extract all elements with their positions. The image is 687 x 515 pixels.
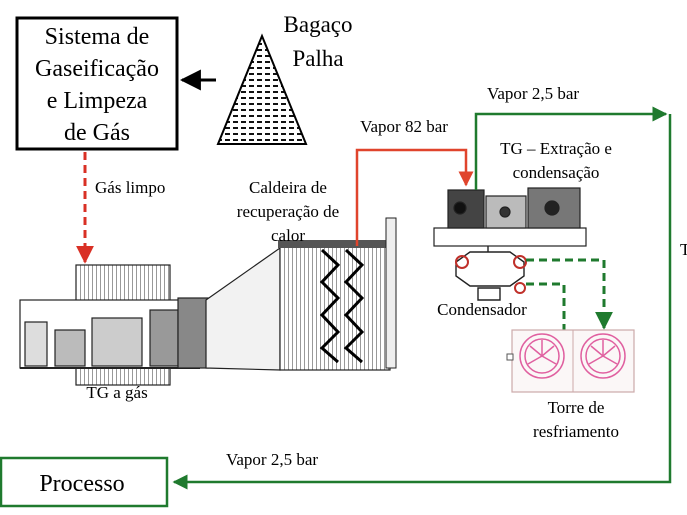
steam-82-label: Vapor 82 bar	[360, 117, 448, 136]
boiler-label-line3: calor	[271, 226, 305, 245]
clean-gas-label: Gás limpo	[95, 178, 165, 197]
process-box: Processo	[0, 456, 169, 508]
gasification-line4: de Gás	[64, 120, 130, 146]
steam-turbine	[433, 187, 587, 247]
cooling-loop-outer	[526, 258, 613, 330]
tower-label-line1: Torre de	[548, 398, 605, 417]
fan-right	[580, 333, 626, 379]
gasification-line3: e Limpeza	[47, 88, 148, 114]
cooling-tower	[506, 329, 635, 393]
tg-label-line1: TG – Extração e	[500, 139, 612, 158]
steam-25-top-line	[474, 106, 668, 190]
process-label: Processo	[39, 471, 124, 497]
edge-fragment-label: T	[680, 240, 687, 259]
gasification-box: Sistema de Gaseificação e Limpeza de Gás	[15, 16, 179, 151]
gasification-line1: Sistema de	[45, 24, 150, 50]
cooling-loop-inner	[526, 282, 566, 330]
steam-25-bottom-label: Vapor 2,5 bar	[226, 450, 318, 469]
feedstock-line2: Palha	[292, 46, 343, 71]
tower-label-line2: resfriamento	[533, 422, 619, 441]
steam-25-top-label: Vapor 2,5 bar	[487, 84, 579, 103]
steam-82-line	[355, 148, 474, 246]
heat-recovery-boiler	[278, 217, 397, 371]
feedstock-line1: Bagaço	[284, 12, 353, 37]
boiler-label-line2: recuperação de	[237, 202, 339, 221]
gas-turbine-label: TG a gás	[86, 383, 147, 402]
fan-left	[519, 333, 565, 379]
gasification-line2: Gaseificação	[35, 56, 159, 82]
tg-label-line2: condensação	[513, 163, 600, 182]
exhaust-diffuser	[205, 246, 281, 371]
condenser-label: Condensador	[437, 300, 527, 319]
condenser	[455, 246, 527, 301]
gas-turbine-unit	[19, 264, 209, 386]
feedstock-pile	[216, 33, 308, 145]
steam-25-return-line	[172, 114, 672, 490]
boiler-label-line1: Caldeira de	[249, 178, 327, 197]
